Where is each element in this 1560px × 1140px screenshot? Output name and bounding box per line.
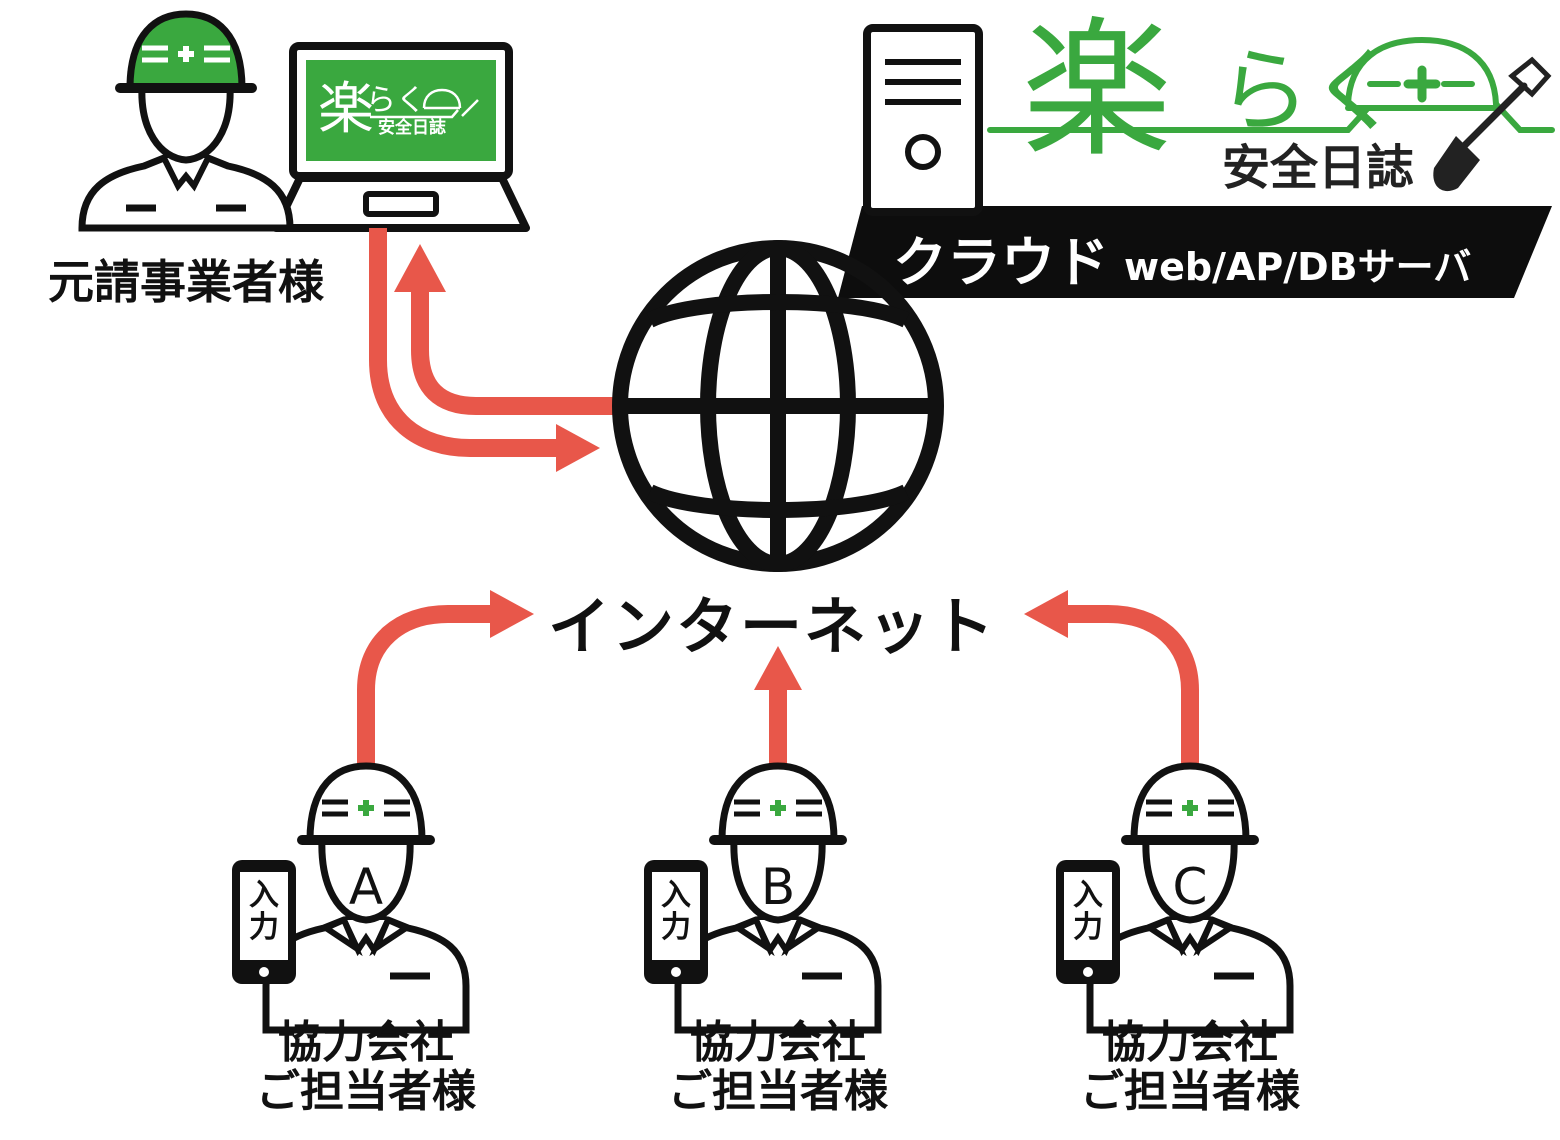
globe-icon — [612, 240, 944, 572]
phone-c-text: 入力 — [1073, 878, 1103, 945]
laptop-screen-logo-main: 楽 — [318, 77, 374, 142]
laptop-screen-logo-kana: らく — [366, 83, 426, 118]
arrow-head-up — [394, 244, 446, 292]
partner-c-label: 協力会社ご担当者様 — [1080, 1017, 1300, 1118]
server-icon — [863, 24, 983, 216]
laptop-screen-logo-subtitle: 安全日誌 — [378, 118, 446, 138]
partner-a-label: 協力会社ご担当者様 — [256, 1017, 476, 1118]
partner-a-letter: A — [348, 858, 384, 916]
arrow-internet-to-laptop — [411, 290, 614, 415]
cloud-title: クラウド — [893, 231, 1109, 294]
prime-contractor-label: 元請事業者様 — [48, 255, 324, 309]
cloud-band — [838, 206, 1552, 298]
cloud-subtitle: web/AP/DBサーバ — [1124, 245, 1472, 289]
arrow-head-c — [1024, 590, 1068, 638]
arrow-head-right — [556, 424, 600, 472]
smartphone-icon-c — [1056, 860, 1120, 984]
internet-label: インターネット — [548, 590, 997, 663]
arrow-head-a — [490, 590, 534, 638]
arrow-partner-a — [357, 605, 494, 772]
smartphone-icon-b — [644, 860, 708, 984]
arrow-partner-c — [1064, 605, 1199, 772]
partner-c-letter: C — [1172, 858, 1208, 916]
phone-a-text: 入力 — [249, 878, 279, 945]
phone-b-text: 入力 — [661, 878, 691, 945]
brand-logo-main: 楽 — [1022, 4, 1173, 178]
brand-logo-art — [987, 36, 1555, 150]
brand-logo-kana: らく — [1218, 38, 1403, 145]
brand-logo-subtitle: 安全日誌 — [1222, 140, 1415, 196]
partner-b-letter: B — [760, 858, 796, 916]
arrow-laptop-to-internet — [369, 228, 560, 457]
arrow-head-b — [754, 646, 802, 690]
prime-contractor-figure — [78, 10, 294, 232]
smartphone-icon-a — [232, 860, 296, 984]
shovel-blade-icon — [1433, 136, 1480, 192]
partner-b-label: 協力会社ご担当者様 — [668, 1017, 888, 1118]
